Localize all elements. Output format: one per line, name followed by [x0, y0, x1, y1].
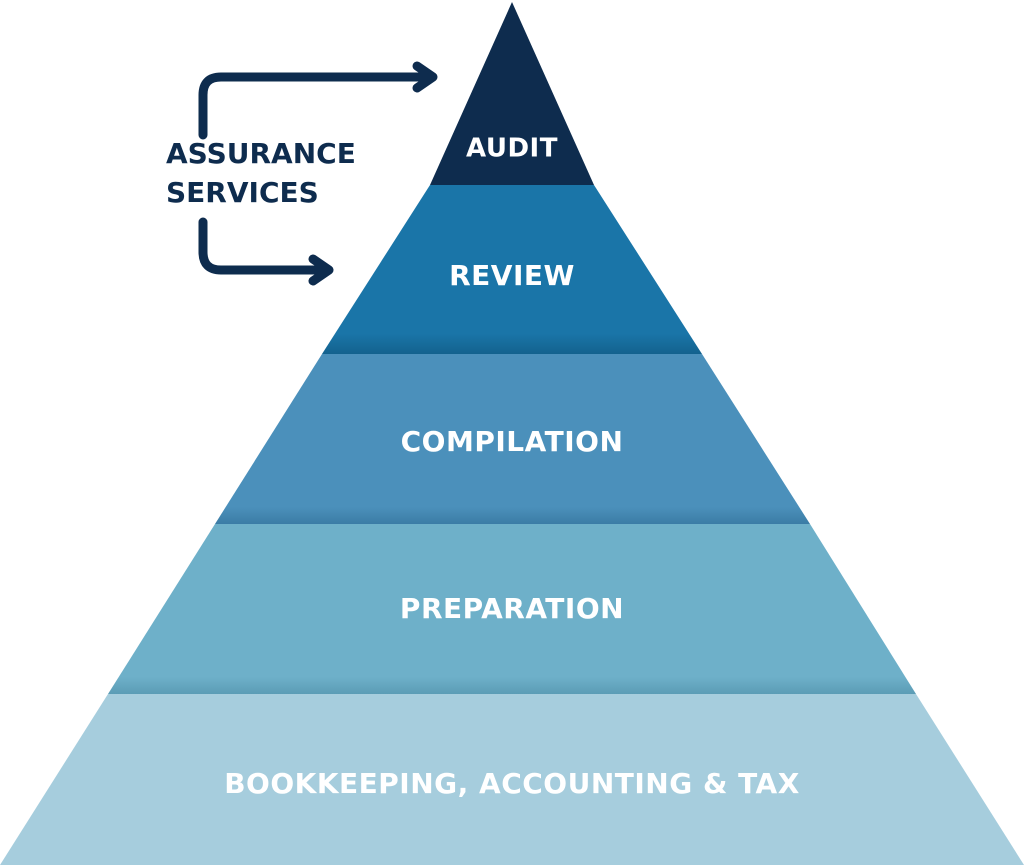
arrow-to-review — [198, 217, 331, 275]
tier-review-shape — [322, 185, 702, 354]
tier-audit-shape — [430, 2, 594, 185]
tier-bookkeeping-label: BOOKKEEPING, ACCOUNTING & TAX — [224, 767, 800, 800]
tier-compilation-shape — [215, 354, 810, 524]
assurance-bracket — [198, 61, 438, 286]
arrow-to-review-head — [308, 254, 334, 286]
assurance-services-line2: SERVICES — [166, 176, 319, 209]
tier-bookkeeping-shape — [0, 694, 1024, 865]
tier-audit-label: AUDIT — [466, 134, 558, 164]
tier-compilation-label: COMPILATION — [401, 425, 624, 458]
arrow-to-audit-head — [412, 61, 438, 93]
tier-review-label: REVIEW — [449, 259, 575, 292]
arrow-to-audit — [198, 72, 435, 140]
tier-preparation-label: PREPARATION — [400, 592, 624, 625]
tier-preparation-shape — [108, 524, 916, 694]
assurance-services-line1: ASSURANCE — [166, 137, 356, 170]
